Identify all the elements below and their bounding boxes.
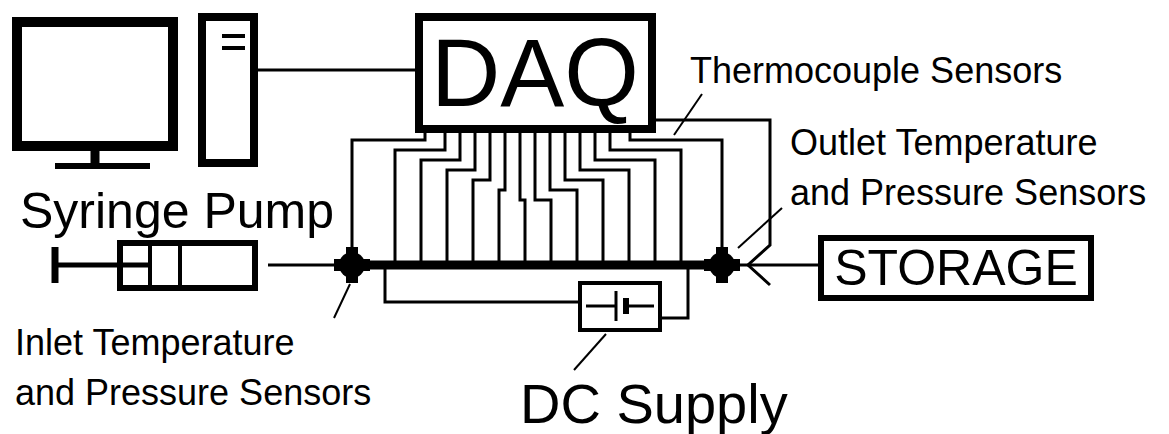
daq-box: DAQ (415, 13, 656, 133)
sensor-wires (352, 120, 770, 285)
plunger-rod (55, 263, 150, 268)
leader-line (738, 208, 782, 248)
box-title: STORAGE (834, 243, 1078, 293)
plunger-seal (178, 243, 182, 288)
inlet-line (268, 264, 345, 267)
thermocouple-wire (421, 130, 460, 261)
fitting-body (346, 247, 358, 283)
label-line: Inlet Temperature (15, 318, 371, 368)
outlet-wire (655, 120, 770, 285)
inlet-fitting (334, 247, 370, 283)
thermocouple-wire (473, 130, 490, 261)
label-line: Thermocouple Sensors (690, 48, 1062, 94)
thermocouple-wire (565, 130, 603, 261)
data-cable (258, 69, 415, 72)
dc-supply-box (580, 283, 660, 330)
leader-line (674, 94, 702, 135)
battery-symbol (615, 291, 618, 321)
component-label: DC Supply (520, 376, 788, 432)
label-line: Outlet Temperature (790, 118, 1146, 168)
plunger-seal (148, 243, 152, 288)
label-line: and Pressure Sensors (790, 168, 1146, 218)
tower-slot (222, 46, 245, 50)
thermocouple-wire (499, 130, 505, 261)
component-label: Syringe Pump (20, 183, 334, 239)
thermocouple-wire (447, 130, 475, 261)
inlet-sensor-wire (352, 130, 425, 250)
storage-box: STORAGE (818, 235, 1094, 301)
thermocouple-wire (520, 130, 525, 261)
tower-slot (222, 34, 245, 38)
label-line: and Pressure Sensors (15, 368, 371, 418)
label-line: Syringe Pump (20, 183, 334, 239)
monitor-base (55, 163, 150, 169)
outlet-line (734, 264, 825, 267)
battery-lead (586, 305, 616, 308)
outlet-fitting (704, 247, 740, 283)
tower-symbol (202, 17, 254, 163)
thermocouple-wire (610, 130, 681, 261)
sensor-label: Outlet Temperature and Pressure Sensors (790, 118, 1146, 218)
outlet-sensor-wire (630, 130, 722, 250)
sensor-label: Thermocouple Sensors (690, 48, 1062, 94)
power-wire (385, 269, 580, 302)
syringe-barrel (120, 243, 255, 288)
battery-lead (626, 305, 654, 308)
fitting-body (716, 247, 728, 283)
leader-line (334, 284, 350, 318)
leader-line (574, 334, 606, 370)
sensor-label: Inlet Temperature and Pressure Sensors (15, 318, 371, 418)
power-wire (660, 269, 688, 318)
monitor-stand (91, 146, 100, 164)
label-line: DC Supply (520, 376, 788, 432)
box-title: DAQ (431, 25, 639, 121)
test-section-tube (364, 261, 710, 270)
monitor-symbol (17, 22, 173, 146)
